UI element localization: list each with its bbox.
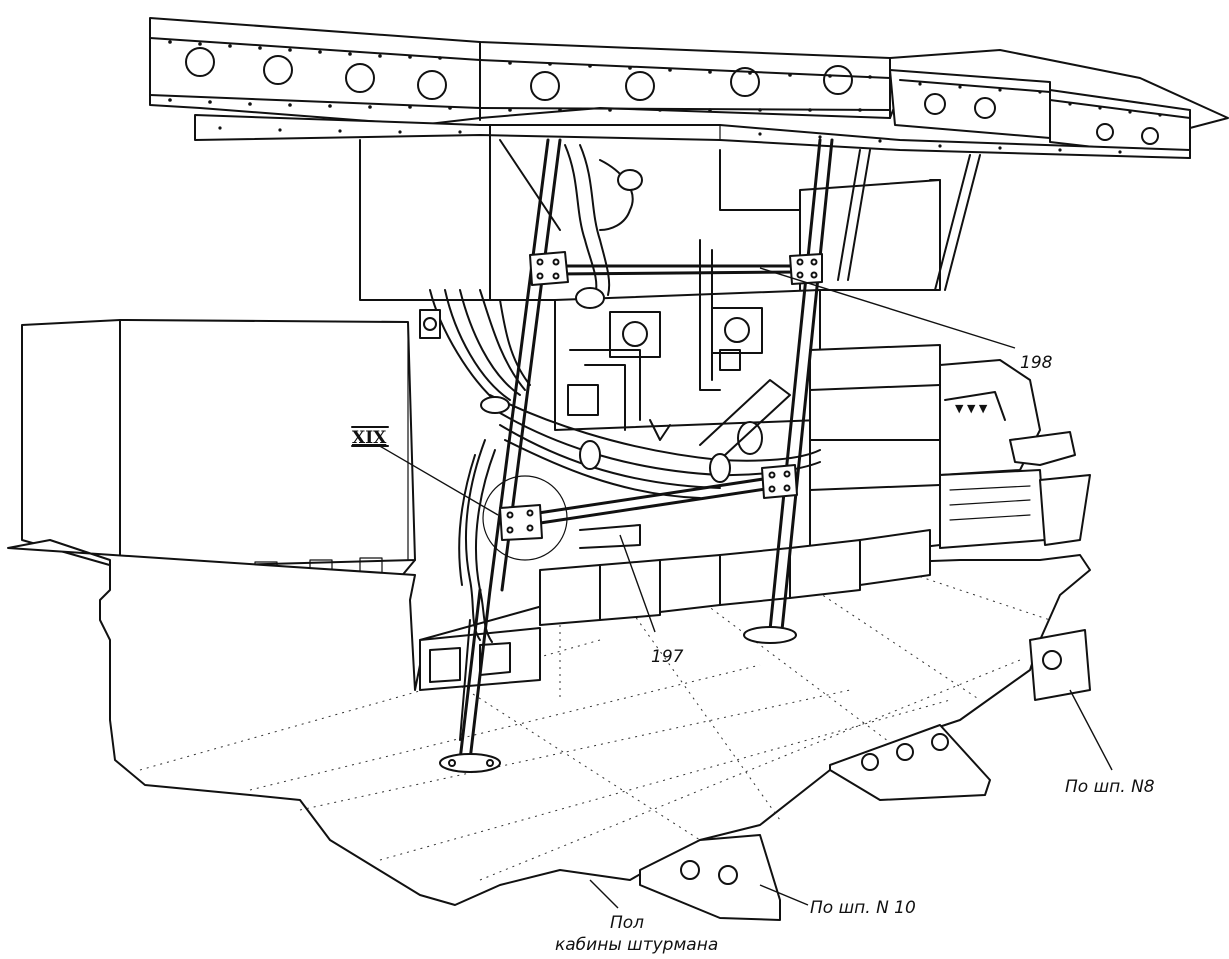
- tie-rod-197: [482, 464, 798, 561]
- tie-rod-198: [529, 251, 823, 286]
- callout-floor-line1: Пол: [610, 913, 644, 933]
- svg-text:▼ ▼ ▼: ▼ ▼ ▼: [955, 402, 988, 415]
- navigator-floor: [7, 529, 1091, 906]
- rear-bulkhead: ▼ ▼ ▼: [359, 124, 1091, 561]
- callout-frame-8: По шп. N8: [1065, 777, 1155, 797]
- callout-xix: XIX: [352, 428, 387, 448]
- callout-floor-line2: кабины штурмана: [555, 935, 718, 955]
- callout-198: 198: [1020, 353, 1053, 373]
- callout-197: 197: [651, 647, 684, 667]
- frame-beam-8: [829, 629, 1091, 801]
- overhead-beam: [149, 17, 1229, 159]
- left-instrument-box: [21, 319, 416, 586]
- leader-lines: [377, 267, 1113, 909]
- rivet-row: [168, 40, 1162, 154]
- callouts: 198 197 XIX По шп. N8 По шп. N 10 Пол ка…: [351, 353, 1155, 955]
- cable-harness: [419, 144, 821, 643]
- callout-frame-10: По шп. N 10: [810, 898, 916, 918]
- frame-beam-10: [639, 834, 781, 921]
